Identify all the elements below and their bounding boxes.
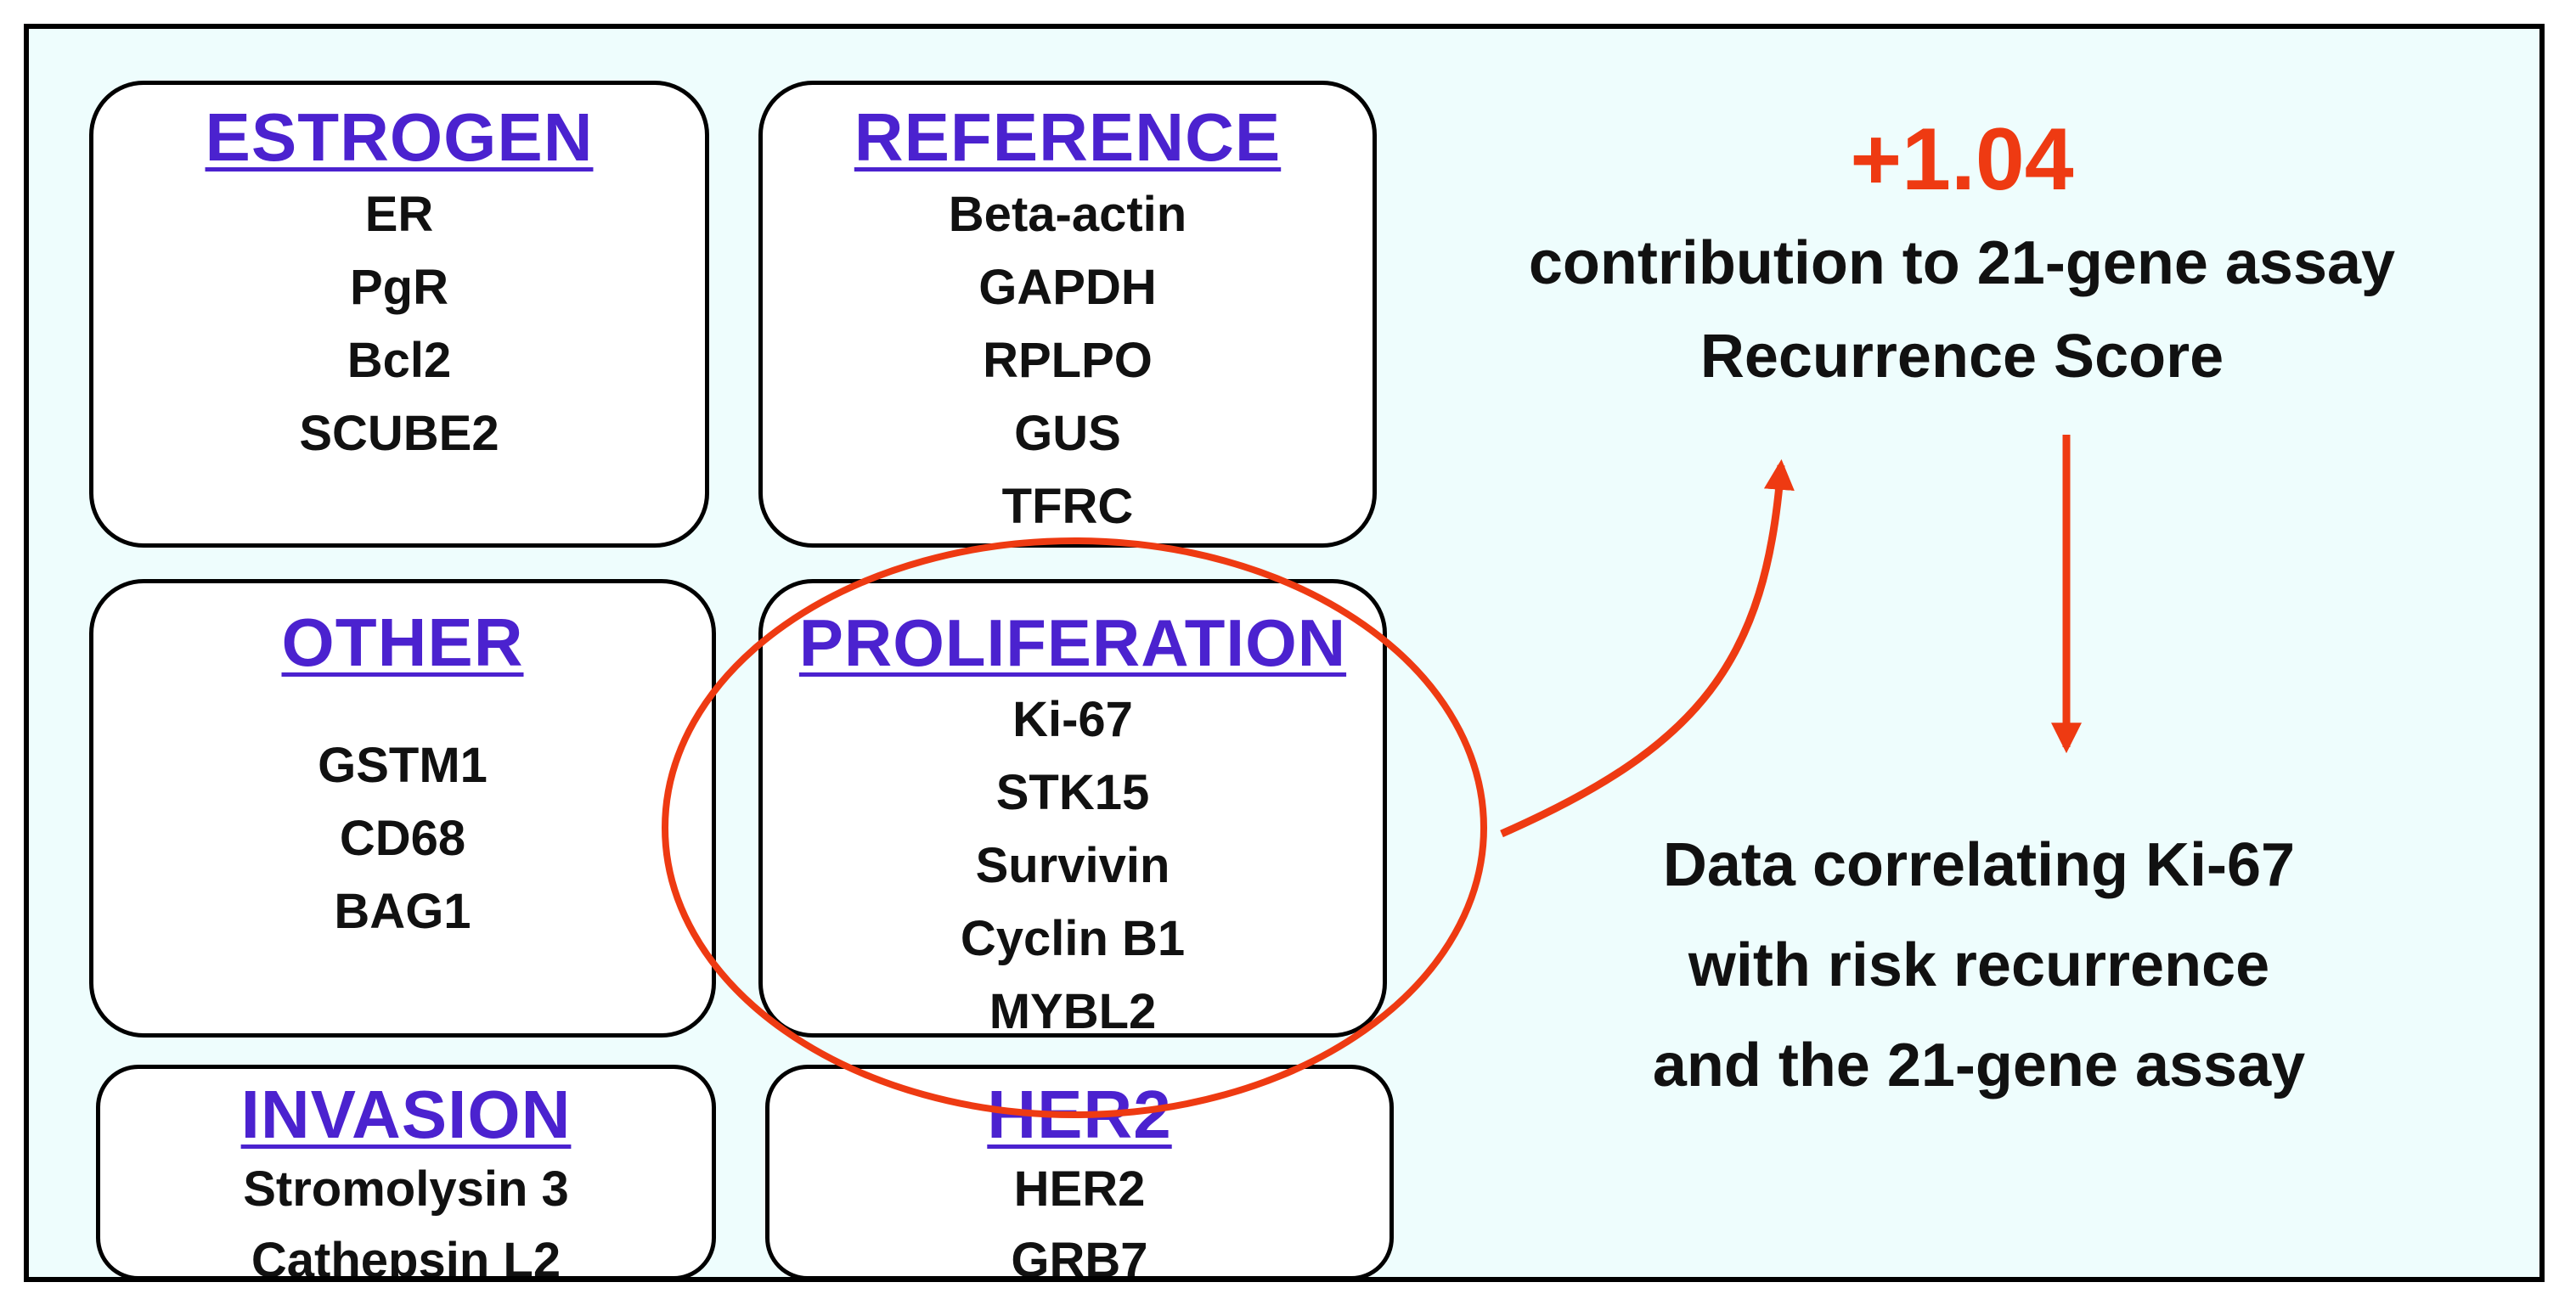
data-note-line: and the 21-gene assay [1652,1032,2306,1099]
contribution-caption-line: contribution to 21-gene assay [1528,229,2396,297]
gene-label: GAPDH [978,260,1157,315]
estrogen-gene-list: ER PgR Bcl2 SCUBE2 [93,178,705,470]
gene-label: GUS [1014,406,1121,461]
gene-label: PgR [350,260,448,315]
estrogen-group-title: ESTROGEN [205,99,594,175]
gene-label: SCUBE2 [299,406,499,461]
data-correlation-note: Data correlating Ki-67 with risk recurre… [1554,815,2404,1116]
contribution-caption-line: Recurrence Score [1699,323,2224,391]
proliferation-gene-list: Ki-67 STK15 Survivin Cyclin B1 MYBL2 [763,683,1383,1038]
other-gene-list: GSTM1 CD68 BAG1 [93,729,712,948]
invasion-gene-list: Stromolysin 3 Cathepsin L2 [100,1154,712,1280]
estrogen-group-box: ESTROGEN ER PgR Bcl2 SCUBE2 [89,81,709,548]
proliferation-group-box: PROLIFERATION Ki-67 STK15 Survivin Cycli… [758,579,1387,1038]
recurrence-score-contribution-value: +1.04 [1850,110,2074,209]
data-note-line: Data correlating Ki-67 [1662,831,2296,899]
gene-label: Cathepsin L2 [251,1233,561,1280]
gene-label: GSTM1 [318,738,488,793]
gene-label: STK15 [995,765,1150,820]
gene-label: MYBL2 [989,984,1157,1038]
gene-label: HER2 [1013,1161,1146,1217]
her2-gene-list: HER2 GRB7 [769,1154,1389,1280]
gene-label: CD68 [339,811,466,866]
gene-label: Stromolysin 3 [243,1161,569,1217]
gene-label: RPLPO [983,333,1153,388]
gene-label: Beta-actin [948,187,1187,242]
gene-label: Cyclin B1 [960,911,1186,966]
her2-group-box: HER2 HER2 GRB7 [765,1065,1394,1280]
data-note-line: with risk recurrence [1688,931,2270,999]
contribution-caption: contribution to 21-gene assay Recurrence… [1393,217,2531,403]
gene-label: BAG1 [334,884,471,939]
gene-label: TFRC [1001,479,1134,534]
her2-group-title: HER2 [987,1077,1172,1152]
other-group-box: OTHER GSTM1 CD68 BAG1 [89,579,716,1038]
invasion-group-title: INVASION [240,1077,572,1152]
gene-label: Ki-67 [1012,692,1133,747]
gene-label: Bcl2 [347,333,452,388]
reference-gene-list: Beta-actin GAPDH RPLPO GUS TFRC [763,178,1373,543]
reference-group-title: REFERENCE [854,99,1282,175]
gene-label: ER [364,187,434,242]
reference-group-box: REFERENCE Beta-actin GAPDH RPLPO GUS TFR… [758,81,1377,548]
proliferation-group-title: PROLIFERATION [798,605,1347,680]
gene-label: Survivin [975,838,1170,893]
invasion-group-box: INVASION Stromolysin 3 Cathepsin L2 [96,1065,716,1280]
gene-label: GRB7 [1011,1233,1148,1280]
other-group-title: OTHER [281,605,524,680]
